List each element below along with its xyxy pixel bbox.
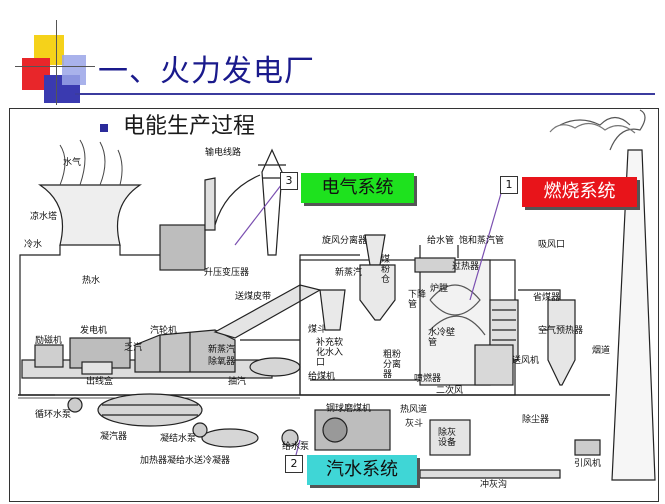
ash-handling [429, 419, 471, 456]
circulation-pump [67, 397, 83, 413]
label-economizer-pipe: 给水管 [427, 236, 455, 246]
label-condensate-pump: 凝结水泵 [160, 434, 197, 444]
induced-fan [574, 439, 601, 456]
label-flue: 烟道 [592, 346, 611, 356]
exciter [34, 344, 64, 368]
label-outgoing-box: 出线盒 [86, 377, 114, 387]
label-cold-water: 冷水 [24, 240, 43, 250]
slide-title: 一、火力发电厂 [98, 54, 315, 89]
bullet-icon [100, 124, 108, 132]
callout-number-3: 3 [280, 172, 298, 190]
label-lp-heater: 加热器凝给水送冷凝器 [140, 456, 231, 466]
callout-number-1: 1 [500, 176, 518, 194]
label-slag-ditch: 冲灰沟 [480, 480, 508, 490]
title-underline [75, 93, 655, 95]
transmission-tower [261, 148, 283, 256]
label-air-inlet: 吸风口 [538, 240, 566, 250]
label-coal-conveyor: 送煤皮带 [235, 292, 272, 302]
label-feed-pump: 给水泵 [282, 442, 310, 452]
label-cyclone: 旋风分离器 [322, 236, 368, 246]
transformer [159, 224, 206, 271]
label-dust-collector: 除尘器 [522, 415, 550, 425]
chimney [611, 149, 656, 481]
label-air-preheater: 空气预热器 [538, 326, 584, 336]
label-circulation-pump: 循环水泵 [35, 410, 72, 420]
label-new-steam: 新蒸汽 [208, 345, 236, 355]
lp-heater [201, 428, 259, 448]
label-makeup-water: 补充软化水入口 [316, 338, 344, 368]
label-furnace: 炉膛 [430, 284, 449, 294]
deaerator [249, 357, 301, 377]
coal-bunker [359, 264, 396, 321]
label-superheater: 过热器 [452, 262, 480, 272]
label-ash-hopper: 灰斗 [405, 419, 424, 429]
hot-water-pipe [119, 245, 160, 256]
label-cooling-tower: 凉水塔 [30, 212, 58, 222]
label-superheated-steam: 乏汽 [124, 343, 143, 353]
condenser [97, 393, 203, 427]
label-water-vapor: 水气 [63, 158, 82, 168]
dust-collector [547, 299, 576, 386]
outgoing-box [81, 361, 113, 375]
label-economizer: 省煤器 [533, 293, 561, 303]
label-water-wall: 水冷壁管 [428, 328, 456, 348]
label-coal-bunker: 煤粉仓 [381, 255, 391, 285]
label-secondary-air: 二次风 [436, 386, 464, 396]
label-extraction: 抽汽 [228, 377, 247, 387]
label-induced-fan: 引风机 [574, 459, 602, 469]
callout-number-2: 2 [285, 455, 303, 473]
label-hot-air-duct: 热风道 [400, 405, 428, 415]
label-turbine: 汽轮机 [150, 326, 178, 336]
label-pulverized-coal-separator: 粗粉分离器 [383, 350, 402, 380]
slag-ditch [419, 469, 561, 479]
label-exciter: 励磁机 [35, 336, 63, 346]
label-saturated-pipe: 饱和蒸汽管 [459, 236, 505, 246]
label-transmission-line: 输电线路 [205, 148, 242, 158]
drum [414, 257, 456, 273]
label-coal-feeder: 给煤机 [308, 372, 336, 382]
label-condenser: 凝汽器 [100, 432, 128, 442]
label-hot-water: 热水 [82, 276, 101, 286]
label-coal-hopper: 煤斗 [308, 325, 327, 335]
decor-line-h [15, 66, 95, 67]
callout-electrical-system: 电气系统 [301, 173, 414, 203]
label-burner: 喷燃器 [414, 374, 442, 384]
decor-square-lightblue [62, 55, 86, 85]
label-fan: 送风机 [512, 356, 540, 366]
slide-subtitle: 电能生产过程 [123, 114, 256, 139]
label-ash-handling: 除灰设备 [438, 428, 457, 448]
callout-steam-water-system: 汽水系统 [307, 455, 417, 485]
condensate-pump [192, 422, 208, 438]
coal-hopper [319, 289, 346, 331]
decor-line-v [56, 20, 57, 105]
label-generator: 发电机 [80, 326, 108, 336]
label-deaerator: 除氧器 [208, 357, 236, 367]
label-new-steam-pipe: 新蒸汽 [335, 268, 363, 278]
callout-combustion-system: 燃烧系统 [522, 177, 637, 207]
feed-pump [281, 429, 299, 447]
label-downcomer: 下降管 [408, 290, 427, 310]
air-preheater [474, 344, 514, 386]
label-step-up-transformer: 升压变压器 [204, 268, 250, 278]
label-coal-mill: 钢球磨煤机 [326, 404, 372, 414]
